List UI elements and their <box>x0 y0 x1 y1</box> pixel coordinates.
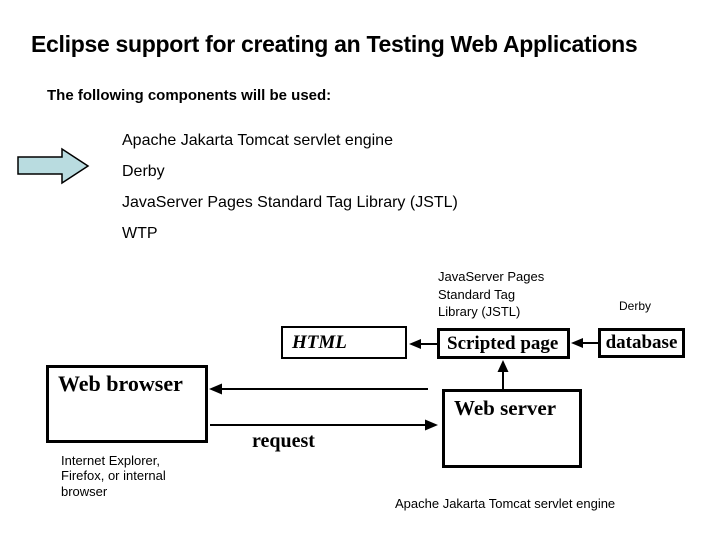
request-label: request <box>252 430 315 452</box>
arrow-database-to-scripted-page <box>571 338 598 348</box>
jstl-annotation: JavaServer Pages Standard Tag Library (J… <box>438 268 544 321</box>
arrow-server-to-browser-response <box>209 383 428 395</box>
bullet-item-tomcat: Apache Jakarta Tomcat servlet engine <box>122 132 393 149</box>
browser-caption-line3: browser <box>61 483 108 499</box>
scripted-page-box-label: Scripted page <box>447 332 559 354</box>
bullet-item-derby: Derby <box>122 163 165 180</box>
intro-text: The following components will be used: <box>47 87 332 104</box>
arrow-browser-to-server-request <box>210 419 438 431</box>
web-server-box-label: Web server <box>454 396 557 420</box>
web-browser-box-label: Web browser <box>58 371 183 396</box>
browser-caption-line2: Firefox, or internal <box>61 468 166 484</box>
derby-annotation: Derby <box>619 299 652 313</box>
web-server-box: Web server <box>442 389 582 468</box>
jstl-annotation-line1: JavaServer Pages <box>438 269 545 284</box>
bullet-list: Apache Jakarta Tomcat servlet engine Der… <box>122 125 458 249</box>
arrow-server-to-scripted-page <box>497 360 509 389</box>
slide-title: Eclipse support for creating an Testing … <box>31 31 638 57</box>
bullet-item-jstl: JavaServer Pages Standard Tag Library (J… <box>122 194 458 211</box>
jstl-annotation-line3: Library (JSTL) <box>438 304 521 319</box>
web-browser-box: Web browser <box>46 365 208 443</box>
database-box: database <box>598 328 685 358</box>
bullet-item-wtp: WTP <box>122 225 158 242</box>
database-box-label: database <box>605 332 678 353</box>
jstl-annotation-line2: Standard Tag <box>438 286 516 302</box>
server-caption: Apache Jakarta Tomcat servlet engine <box>395 496 616 511</box>
html-box: HTML <box>281 326 407 359</box>
scripted-page-box: Scripted page <box>437 328 570 359</box>
browser-caption: Internet Explorer, Firefox, or internal … <box>61 453 166 499</box>
right-block-arrow-shape <box>17 147 90 185</box>
html-box-label: HTML <box>292 331 347 353</box>
browser-caption-line1: Internet Explorer, <box>61 453 160 468</box>
arrow-scripted-page-to-html <box>409 339 437 349</box>
